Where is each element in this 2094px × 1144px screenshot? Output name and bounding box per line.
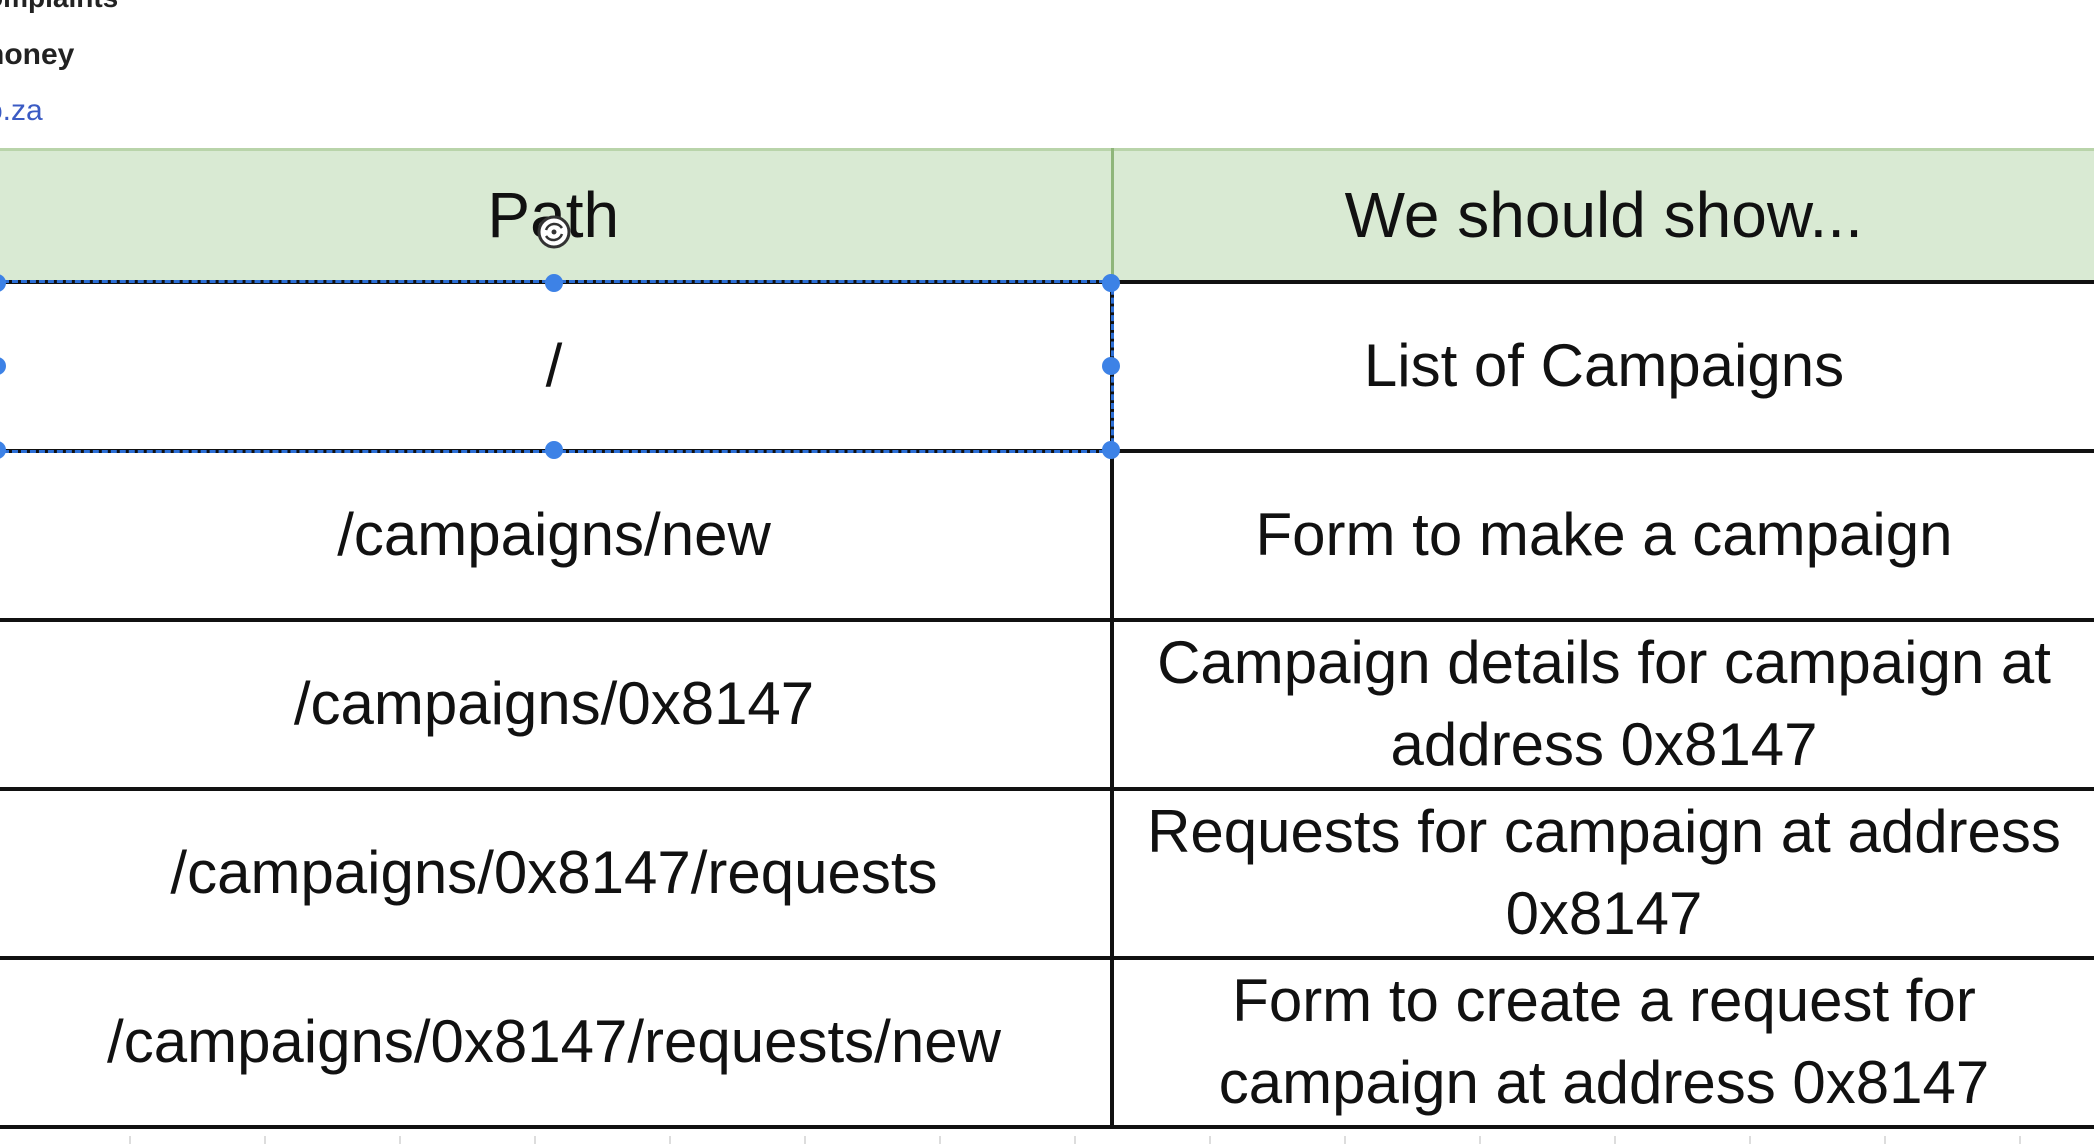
resize-handle-left[interactable] (0, 357, 6, 375)
table-row: /campaigns/0x8147/requests/new Form to c… (0, 955, 2094, 1129)
table-row: /campaigns/0x8147/requests Requests for … (0, 786, 2094, 960)
show-cell[interactable]: Form to make a campaign (1110, 448, 2094, 622)
sidebar-link-domain[interactable]: o.za (0, 94, 43, 127)
table-row: /campaigns/new Form to make a campaign (0, 448, 2094, 622)
table-row: /campaigns/0x8147 Campaign details for c… (0, 617, 2094, 791)
header-we-should-show[interactable]: We should show... (1112, 149, 2094, 284)
rotate-cursor-icon (537, 215, 571, 249)
ruler-ticks (129, 1136, 2021, 1144)
sidebar-text-complaints: omplaints (0, 0, 118, 14)
show-cell[interactable]: Form to create a request for campaign at… (1110, 955, 2094, 1129)
sidebar-text-money: noney (0, 38, 75, 71)
routes-table: Path We should show... / (0, 148, 2094, 1129)
path-cell-text: / (545, 332, 563, 399)
table-row: / List of Campaigns (0, 273, 2094, 459)
show-cell[interactable]: List of Campaigns (1110, 279, 2094, 453)
path-cell[interactable]: /campaigns/new (0, 448, 1114, 622)
path-cell-selected[interactable]: / (0, 273, 1120, 459)
path-cell[interactable]: /campaigns/0x8147 (0, 617, 1114, 791)
show-cell[interactable]: Requests for campaign at address 0x8147 (1110, 786, 2094, 960)
table-header-row: Path We should show... (0, 149, 2094, 284)
show-cell[interactable]: Campaign details for campaign at address… (1110, 617, 2094, 791)
path-cell[interactable]: /campaigns/0x8147/requests (0, 786, 1114, 960)
path-cell[interactable]: /campaigns/0x8147/requests/new (0, 955, 1114, 1129)
